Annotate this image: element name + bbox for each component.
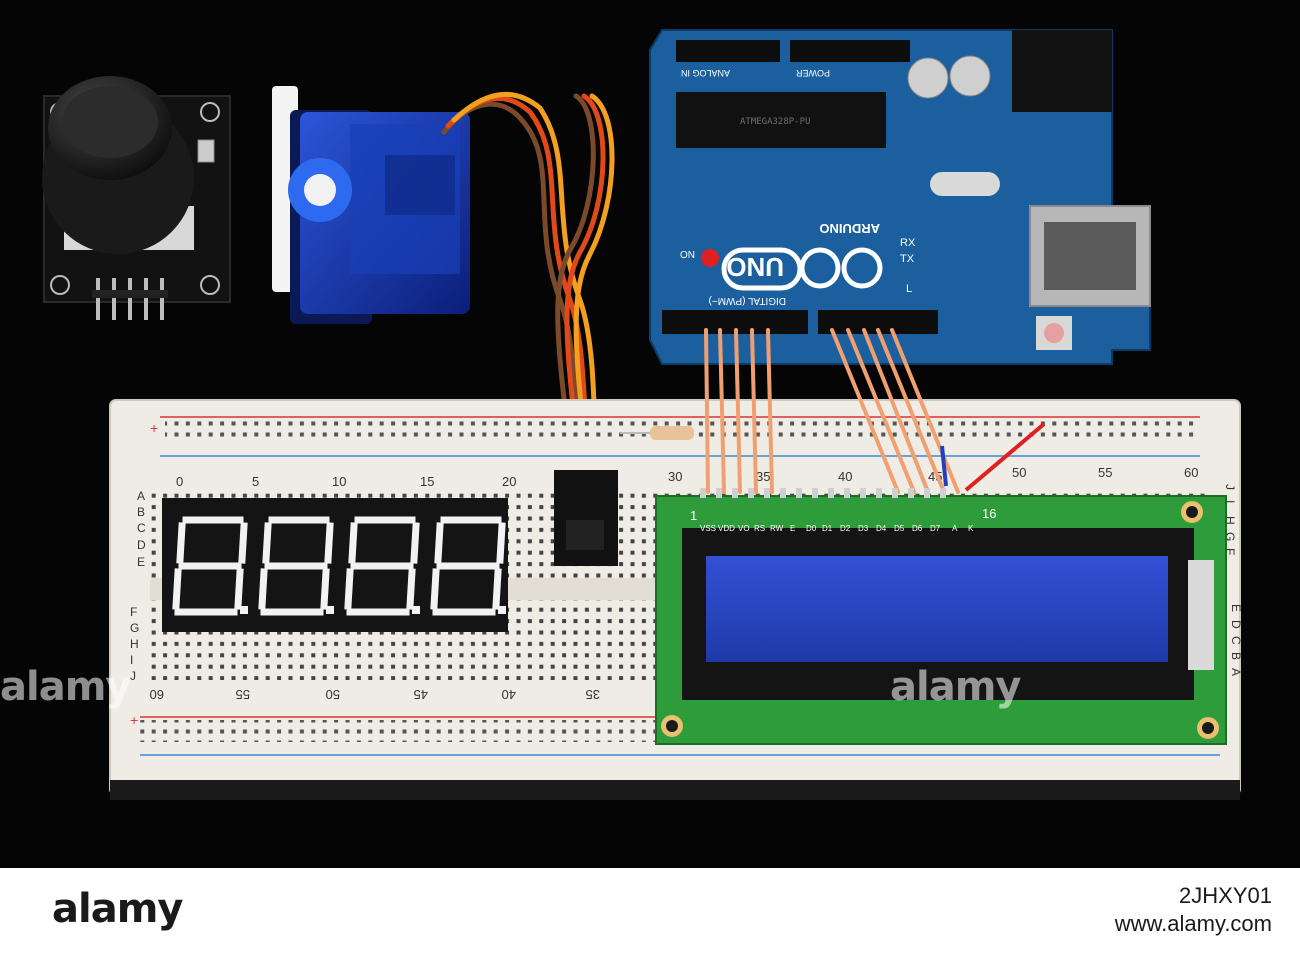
lcd-pin-label: D2 bbox=[840, 524, 851, 533]
digit-1 bbox=[172, 516, 248, 616]
breadboard-row-letters-left: A B C D E F G H I J bbox=[130, 489, 146, 683]
column-number: 40 bbox=[502, 687, 516, 702]
lcd-header-pins bbox=[700, 488, 946, 498]
watermark-left: alamy bbox=[0, 664, 131, 710]
row-letter: E bbox=[1229, 604, 1243, 612]
rail-plus-bottom: + bbox=[130, 712, 138, 728]
digital-header-label: DIGITAL (PWM~) bbox=[709, 295, 787, 306]
lcd-pin-label: E bbox=[790, 524, 795, 533]
lcd-pin-label: RS bbox=[754, 524, 765, 533]
arduino-logo: UNO ARDUINO bbox=[721, 221, 883, 291]
row-letter: D bbox=[137, 538, 146, 552]
blue-jumper bbox=[940, 445, 948, 487]
servo-motor bbox=[272, 86, 470, 324]
lcd-screen bbox=[706, 556, 1168, 662]
row-letter: G bbox=[1223, 532, 1237, 541]
resistor bbox=[620, 426, 694, 440]
digit-2 bbox=[258, 516, 334, 616]
lcd-pin-label: VSS bbox=[700, 524, 716, 533]
column-number: 50 bbox=[326, 687, 340, 702]
lcd-pin-label: D0 bbox=[806, 524, 817, 533]
row-letter: F bbox=[1223, 548, 1237, 555]
column-number: 30 bbox=[668, 469, 682, 484]
row-letter: I bbox=[130, 653, 133, 667]
row-letter: B bbox=[137, 505, 145, 519]
lcd-pin-label: D4 bbox=[876, 524, 887, 533]
column-number: 5 bbox=[252, 474, 259, 489]
lcd-16x2-module: 1 16 bbox=[655, 495, 1227, 745]
lcd-pin-first-label: 1 bbox=[690, 508, 697, 523]
column-number: 50 bbox=[1012, 465, 1026, 480]
row-letter: C bbox=[137, 521, 146, 535]
watermark-footer-bar bbox=[0, 868, 1300, 956]
column-number: 60 bbox=[150, 687, 164, 702]
servo-cable bbox=[441, 91, 615, 473]
row-letter: E bbox=[137, 555, 145, 569]
row-letter: H bbox=[1223, 516, 1237, 525]
lcd-pin-label: D1 bbox=[822, 524, 833, 533]
red-jumper bbox=[964, 422, 1046, 492]
column-number: 20 bbox=[502, 474, 516, 489]
row-letter: D bbox=[1229, 620, 1243, 629]
lcd-pin-label: D6 bbox=[912, 524, 923, 533]
row-letter: G bbox=[130, 621, 139, 635]
tx-label: TX bbox=[900, 253, 915, 265]
joystick-pins bbox=[92, 278, 168, 320]
servo-connector bbox=[554, 470, 618, 566]
arduino-brand-label: ARDUINO bbox=[819, 221, 880, 236]
lcd-pin-label: VO bbox=[738, 524, 750, 533]
row-letter: A bbox=[1229, 668, 1243, 676]
row-letter: I bbox=[1223, 500, 1237, 503]
row-letter: B bbox=[1229, 652, 1243, 660]
on-label: ON bbox=[680, 250, 695, 261]
rail-plus-top: + bbox=[150, 420, 158, 436]
column-number: 40 bbox=[838, 469, 852, 484]
lcd-pin-label: K bbox=[968, 524, 974, 533]
column-number: 45 bbox=[414, 687, 428, 702]
seven-segment-display bbox=[162, 498, 508, 632]
power-header-label: POWER bbox=[795, 68, 830, 78]
column-number: 55 bbox=[1098, 465, 1112, 480]
breadboard-bottom-numbers: 60 55 50 45 40 35 bbox=[150, 687, 600, 702]
lcd-pin-label: D5 bbox=[894, 524, 905, 533]
row-letter: H bbox=[130, 637, 139, 651]
row-letter: J bbox=[130, 669, 136, 683]
joystick-module bbox=[42, 76, 231, 320]
breadboard-row-letters-right: J I H G F E D C B A bbox=[1223, 484, 1243, 676]
analog-header-label: ANALOG IN bbox=[681, 68, 730, 78]
lcd-pin-label: A bbox=[952, 524, 958, 533]
site-url-label: www.alamy.com bbox=[1114, 911, 1272, 936]
uno-label: UNO bbox=[726, 252, 784, 282]
lcd-pin-label: D3 bbox=[858, 524, 869, 533]
watermark-center: alamy bbox=[890, 664, 1021, 710]
breadboard-top-numbers: 0 5 10 15 20 30 35 40 45 50 55 60 bbox=[176, 465, 1198, 489]
row-letter: C bbox=[1229, 636, 1243, 645]
lcd-pin-label: D7 bbox=[930, 524, 941, 533]
column-number: 55 bbox=[236, 687, 250, 702]
rx-label: RX bbox=[900, 237, 916, 249]
row-letter: J bbox=[1223, 484, 1237, 490]
digit-3 bbox=[344, 516, 420, 616]
column-number: 15 bbox=[420, 474, 434, 489]
jumper-wires bbox=[704, 328, 960, 494]
l-label: L bbox=[906, 283, 912, 295]
column-number: 35 bbox=[756, 469, 770, 484]
column-number: 60 bbox=[1184, 465, 1198, 480]
arduino-uno-board: ATMEGA328P-PU ON UNO ARDUINO RX TX L DIG… bbox=[649, 29, 1151, 365]
watermark-brand-logo: alamy bbox=[52, 886, 183, 932]
row-letter: A bbox=[137, 489, 145, 503]
lcd-pin-labels: VSS VDD VO RS RW E D0 D1 D2 D3 D4 D5 D6 … bbox=[700, 524, 974, 533]
digit-4 bbox=[430, 516, 506, 616]
lcd-pin-last-label: 16 bbox=[982, 506, 996, 521]
atmega-chip-marking: ATMEGA328P-PU bbox=[740, 117, 810, 127]
lcd-pin-label: VDD bbox=[718, 524, 735, 533]
watermark-caption: 2JHXY01 www.alamy.com bbox=[1115, 882, 1272, 938]
row-letter: F bbox=[130, 605, 137, 619]
lcd-pin-label: RW bbox=[770, 524, 784, 533]
column-number: 35 bbox=[586, 687, 600, 702]
column-number: 10 bbox=[332, 474, 346, 489]
column-number: 0 bbox=[176, 474, 183, 489]
image-id-label: 2JHXY01 bbox=[1179, 883, 1272, 908]
